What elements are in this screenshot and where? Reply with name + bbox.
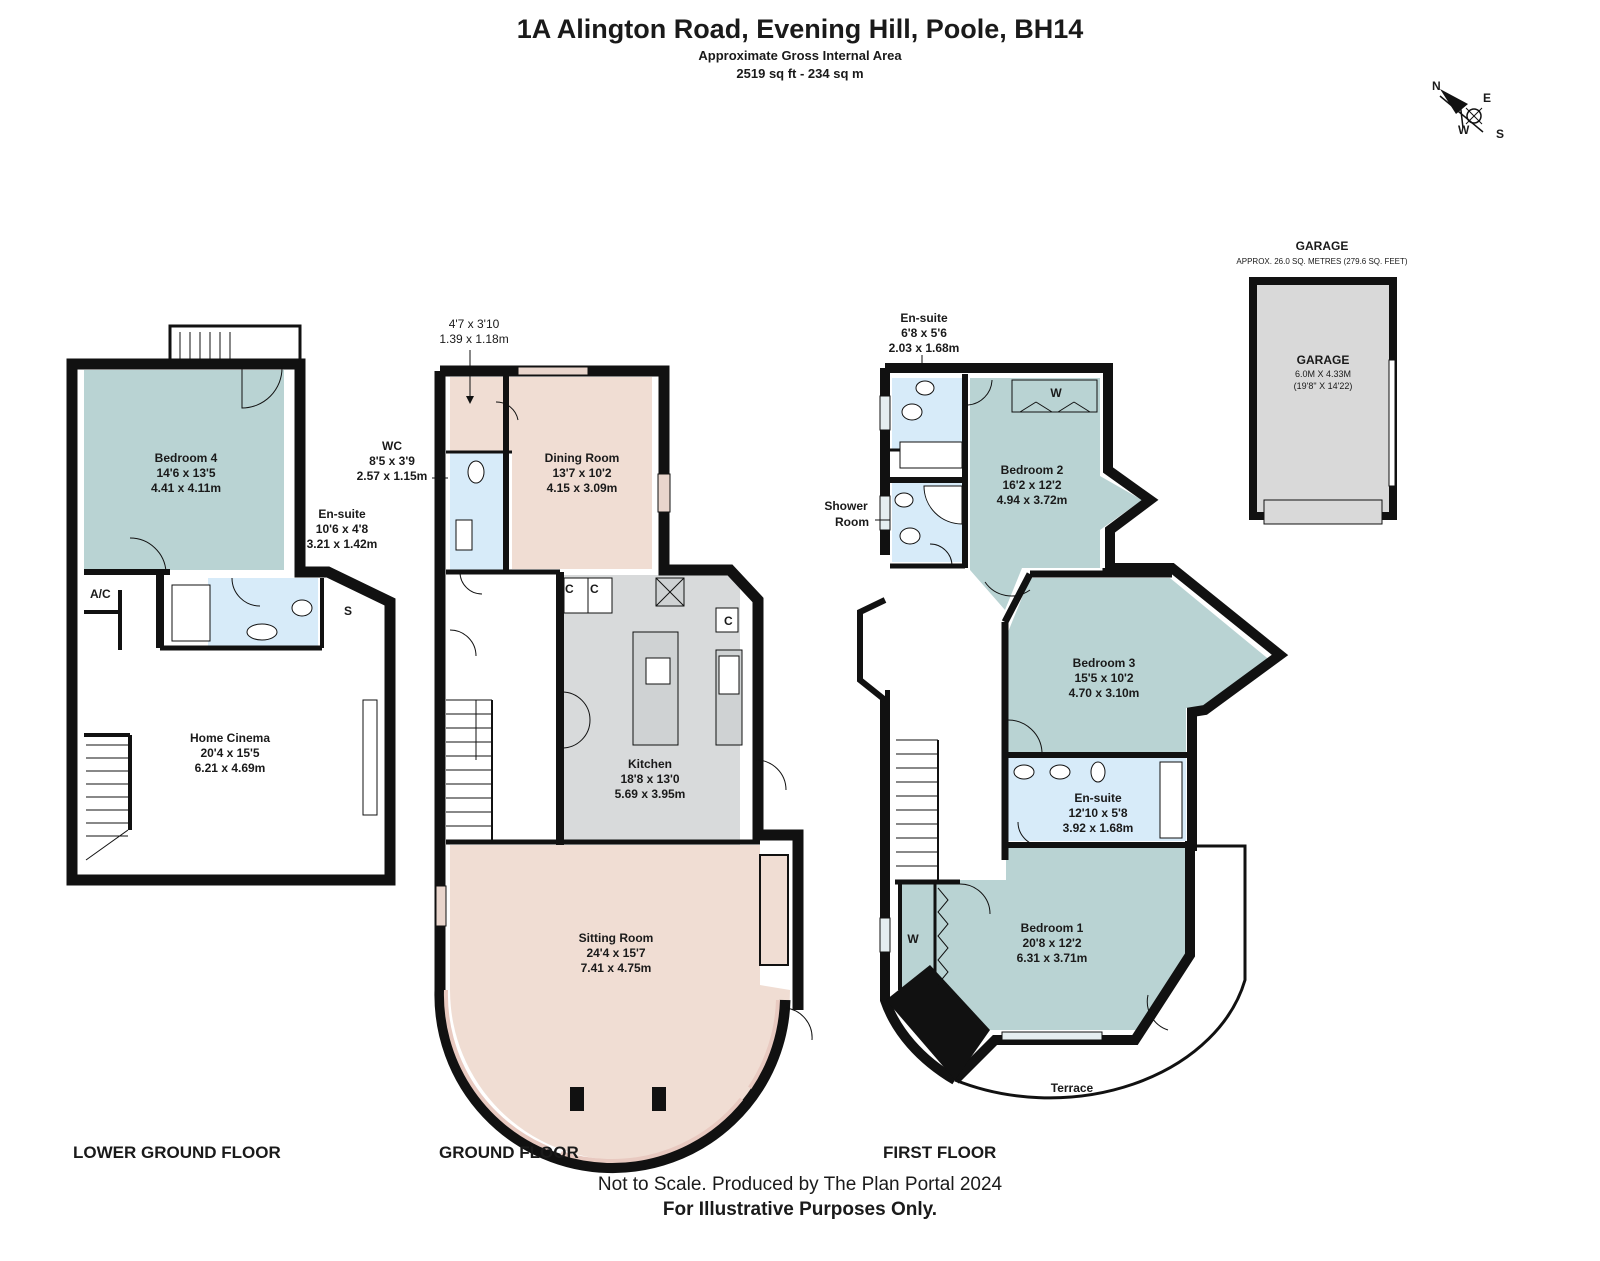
garage-area <box>1249 277 1397 520</box>
bedroom-2-imperial: 16'2 x 12'2 <box>1002 478 1061 492</box>
first-floor: En-suite 6'8 x 5'6 2.03 x 1.68m Shower R… <box>824 311 1289 1162</box>
kitchen-name: Kitchen <box>628 757 672 771</box>
lower-ensuite-metric: 3.21 x 1.42m <box>307 537 378 551</box>
lower-ensuite-name: En-suite <box>318 507 366 521</box>
wc-metric: 2.57 x 1.15m <box>357 469 428 483</box>
compass-west: W <box>1458 123 1470 137</box>
garage-label: GARAGE <box>1297 353 1350 367</box>
sitting-room-area <box>450 845 790 1160</box>
bedroom-4-area <box>84 370 284 570</box>
bedroom-2-name: Bedroom 2 <box>1001 463 1064 477</box>
shower-room-label-line2: Room <box>835 515 869 529</box>
home-cinema-metric: 6.21 x 4.69m <box>195 761 266 775</box>
bedroom-2-area <box>970 378 1142 610</box>
bedroom-1-imperial: 20'8 x 12'2 <box>1022 936 1081 950</box>
store-metric: 1.39 x 1.18m <box>439 332 508 346</box>
compass-south: S <box>1496 127 1504 141</box>
garage: GARAGE APPROX. 26.0 SQ. METRES (279.6 SQ… <box>1236 239 1408 525</box>
garage-imperial: (19'8" X 14'22) <box>1294 381 1353 391</box>
ground-floor: 4'7 x 3'10 1.39 x 1.18m WC 8'5 x 3'9 2.5… <box>357 317 813 1173</box>
cupboard-label-3: C <box>724 614 733 628</box>
kitchen-imperial: 18'8 x 13'0 <box>620 772 679 786</box>
cupboard-label-2: C <box>590 582 599 596</box>
first-floor-label: FIRST FLOOR <box>883 1143 996 1162</box>
shower-room-label-line1: Shower <box>824 499 868 513</box>
garage-heading: GARAGE <box>1296 239 1349 253</box>
bedroom-2-metric: 4.94 x 3.72m <box>997 493 1068 507</box>
bedroom-4-name: Bedroom 4 <box>155 451 218 465</box>
compass-icon: N E S W <box>1432 79 1504 141</box>
bedroom-4-imperial: 14'6 x 13'5 <box>156 466 215 480</box>
footer-illustrative: For Illustrative Purposes Only. <box>662 1199 938 1220</box>
bedroom-4-metric: 4.41 x 4.11m <box>151 481 221 495</box>
air-conditioning-label: A/C <box>90 587 111 601</box>
compass-east: E <box>1483 91 1491 105</box>
plan-title: 1A Alington Road, Evening Hill, Poole, B… <box>516 14 1084 44</box>
wardrobe-label-bedroom-2: W <box>1050 386 1062 400</box>
bedroom-3-metric: 4.70 x 3.10m <box>1069 686 1140 700</box>
lower-ground-floor-label: LOWER GROUND FLOOR <box>73 1143 281 1162</box>
ground-floor-label: GROUND FLOOR <box>439 1143 579 1162</box>
kitchen-metric: 5.69 x 3.95m <box>615 787 686 801</box>
lower-store-label: S <box>344 604 352 618</box>
bedroom-3-name: Bedroom 3 <box>1073 656 1136 670</box>
store-imperial: 4'7 x 3'10 <box>449 317 500 331</box>
home-cinema-imperial: 20'4 x 15'5 <box>200 746 259 760</box>
dining-room-imperial: 13'7 x 10'2 <box>552 466 611 480</box>
ensuite-1-name: En-suite <box>1074 791 1122 805</box>
bedroom-3-area <box>1008 578 1272 752</box>
bedroom-1-name: Bedroom 1 <box>1021 921 1084 935</box>
garage-approx-area: APPROX. 26.0 SQ. METRES (279.6 SQ. FEET) <box>1236 257 1408 266</box>
dining-room-metric: 4.15 x 3.09m <box>547 481 618 495</box>
cupboard-label-1: C <box>565 582 574 596</box>
gross-internal-area-label: Approximate Gross Internal Area <box>698 48 902 63</box>
lower-ensuite-imperial: 10'6 x 4'8 <box>316 522 369 536</box>
footer-note: Not to Scale. Produced by The Plan Porta… <box>597 1174 1003 1195</box>
ensuite-1-metric: 3.92 x 1.68m <box>1063 821 1134 835</box>
ensuite-2-metric: 2.03 x 1.68m <box>889 341 960 355</box>
sitting-room-imperial: 24'4 x 15'7 <box>586 946 645 960</box>
garage-metric: 6.0M X 4.33M <box>1295 369 1351 379</box>
sitting-room-metric: 7.41 x 4.75m <box>581 961 652 975</box>
wardrobe-label-bedroom-1: W <box>907 932 919 946</box>
gross-internal-area-value: 2519 sq ft - 234 sq m <box>736 66 864 81</box>
wc-name: WC <box>382 439 402 453</box>
dining-room-name: Dining Room <box>545 451 620 465</box>
home-cinema-name: Home Cinema <box>190 731 270 745</box>
ensuite-2-name: En-suite <box>900 311 948 325</box>
ensuite-2-imperial: 6'8 x 5'6 <box>901 326 947 340</box>
sitting-room-name: Sitting Room <box>579 931 654 945</box>
ensuite-1-imperial: 12'10 x 5'8 <box>1068 806 1127 820</box>
terrace-label: Terrace <box>1051 1081 1094 1095</box>
bedroom-1-area <box>900 846 1186 1030</box>
wc-imperial: 8'5 x 3'9 <box>369 454 415 468</box>
compass-north: N <box>1432 79 1441 93</box>
lower-ground-floor: Bedroom 4 14'6 x 13'5 4.41 x 4.11m En-su… <box>66 324 396 1162</box>
bedroom-3-imperial: 15'5 x 10'2 <box>1074 671 1133 685</box>
dining-room-area <box>512 377 652 569</box>
bedroom-1-metric: 6.31 x 3.71m <box>1017 951 1088 965</box>
